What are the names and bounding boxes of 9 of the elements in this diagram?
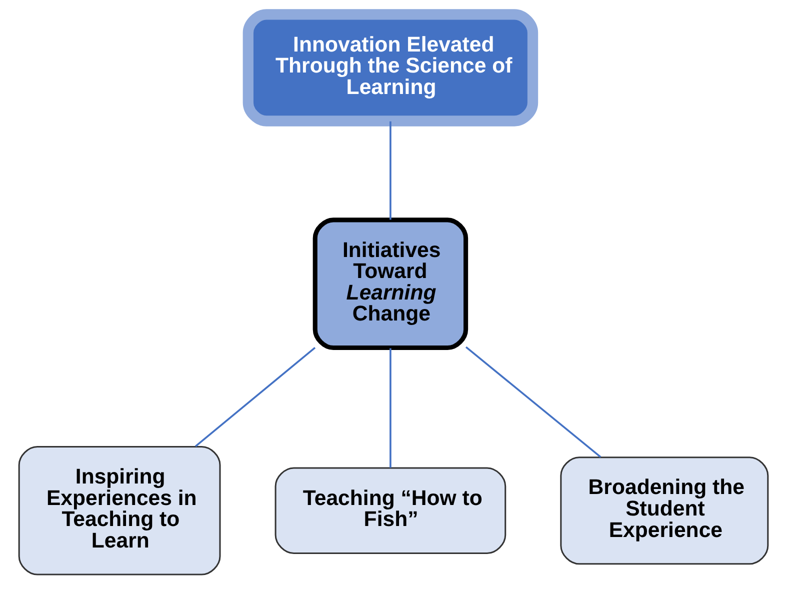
node-box: Inspiring Experiences in Teaching to Learn bbox=[18, 446, 220, 576]
connector bbox=[389, 348, 391, 468]
connector bbox=[389, 121, 391, 220]
node-box: Teaching “How to Fish” bbox=[274, 467, 506, 554]
connector bbox=[194, 347, 316, 448]
node-box: Broadening the Student Experience bbox=[560, 456, 768, 565]
node-box: Initiatives Toward Learning Change bbox=[312, 218, 468, 350]
node-box: Innovation Elevated Through the Science of Learning bbox=[242, 9, 538, 126]
connector bbox=[464, 346, 601, 458]
